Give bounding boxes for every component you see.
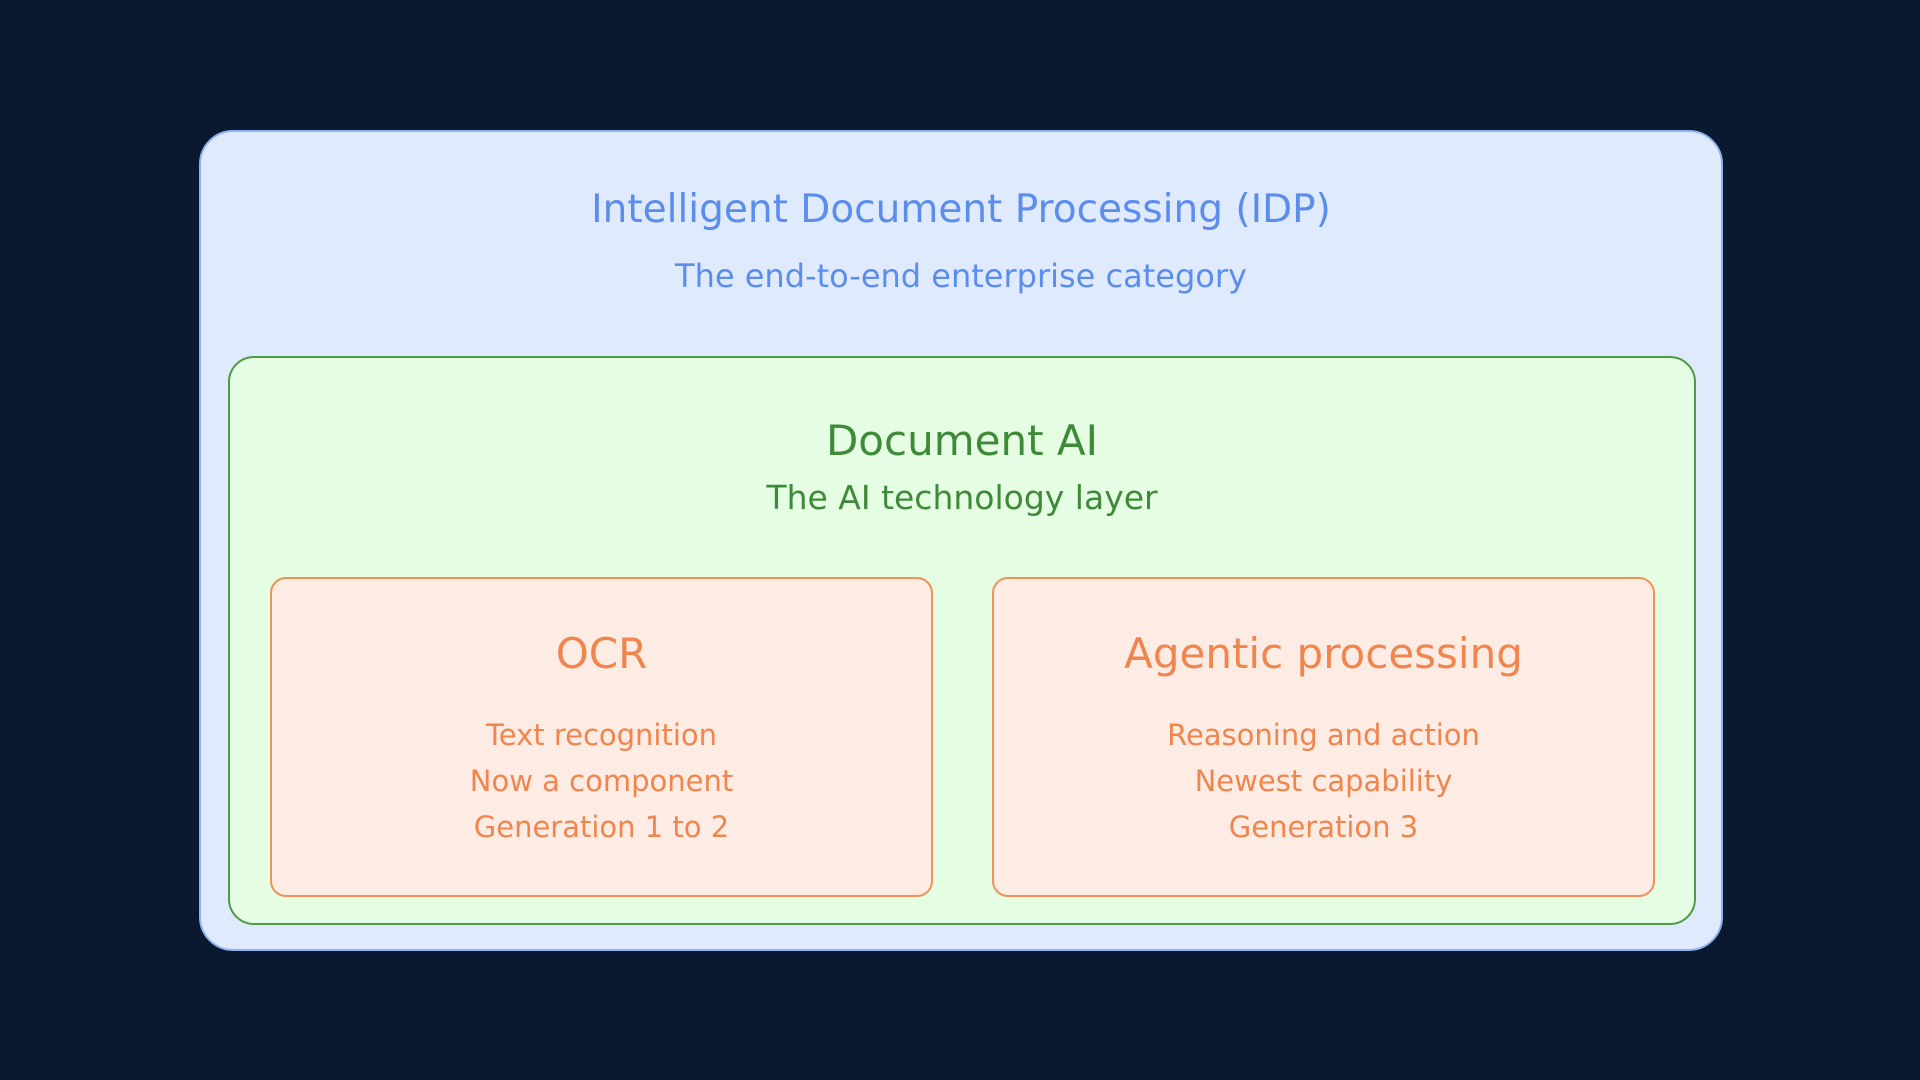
agentic-processing-card-title: Agentic processing: [1124, 629, 1523, 678]
ocr-card: OCR Text recognition Now a component Gen…: [270, 577, 933, 897]
ocr-card-title: OCR: [555, 629, 648, 678]
idp-subtitle: The end-to-end enterprise category: [675, 257, 1247, 295]
document-ai-subtitle: The AI technology layer: [766, 478, 1158, 517]
agentic-processing-card-lines: Reasoning and action Newest capability G…: [994, 712, 1653, 850]
document-ai-container: Document AI The AI technology layer OCR …: [228, 356, 1696, 925]
ocr-card-line: Text recognition: [485, 718, 718, 752]
agentic-processing-card-line: Generation 3: [1228, 810, 1419, 844]
ocr-card-line: Now a component: [469, 764, 734, 798]
idp-title: Intelligent Document Processing (IDP): [591, 187, 1331, 232]
agentic-processing-card-line: Newest capability: [1194, 764, 1453, 798]
agentic-processing-card: Agentic processing Reasoning and action …: [992, 577, 1655, 897]
agentic-processing-card-line: Reasoning and action: [1167, 718, 1480, 752]
idp-container: Intelligent Document Processing (IDP) Th…: [199, 130, 1723, 951]
ocr-card-lines: Text recognition Now a component Generat…: [272, 712, 931, 850]
ocr-card-line: Generation 1 to 2: [473, 810, 730, 844]
document-ai-title: Document AI: [825, 416, 1099, 465]
